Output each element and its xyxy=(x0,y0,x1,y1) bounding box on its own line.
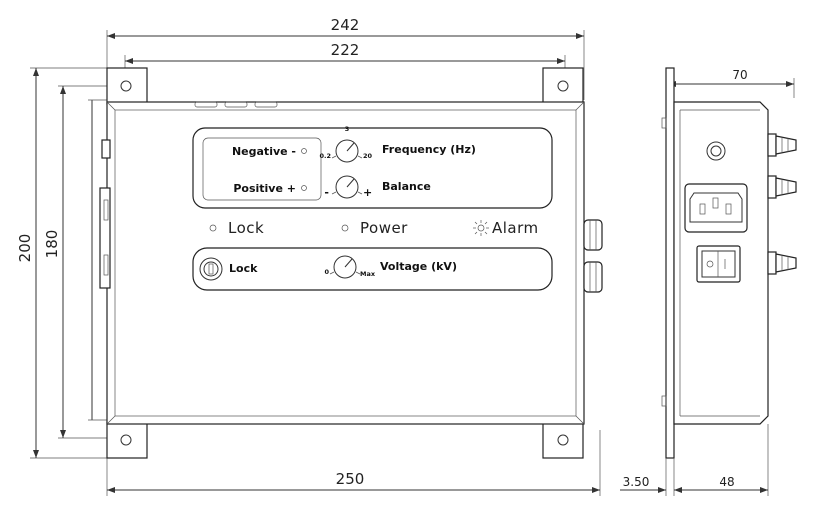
flange-top-right xyxy=(542,67,584,105)
balance-label: Balance xyxy=(382,180,431,193)
lock-led-icon xyxy=(209,224,217,232)
cable-gland-icon xyxy=(583,219,603,251)
frequency-min: 0.2 xyxy=(319,152,331,160)
dim-side-flange: 3.50 xyxy=(623,475,650,489)
mount-hole-icon xyxy=(120,80,132,92)
side-knob-icon xyxy=(767,133,797,157)
negative-led-icon xyxy=(301,148,307,154)
frequency-knob[interactable] xyxy=(331,139,363,163)
balance-plus: + xyxy=(363,186,372,199)
side-mount-plate xyxy=(665,67,675,459)
mount-hole-icon xyxy=(120,434,132,446)
lock-indicator-label: Lock xyxy=(228,219,264,237)
polarity-box xyxy=(202,137,322,201)
dim-width-inner: 222 xyxy=(331,41,360,59)
side-knob-icon xyxy=(767,175,797,199)
frequency-label: Frequency (Hz) xyxy=(382,143,476,156)
negative-label: Negative - xyxy=(232,145,296,158)
voltage-max: Max xyxy=(360,270,376,278)
dim-side-depth-bottom: 48 xyxy=(719,475,734,489)
upper-panel xyxy=(192,127,553,209)
key-lock-icon[interactable] xyxy=(199,257,223,281)
cable-gland-icon xyxy=(583,261,603,293)
balance-minus: - xyxy=(324,186,329,199)
dim-height-outer: 200 xyxy=(16,234,34,263)
dim-side-depth-top: 70 xyxy=(732,68,747,82)
alarm-indicator-label: Alarm xyxy=(492,219,539,237)
lower-panel xyxy=(192,247,553,291)
frequency-mid: 3 xyxy=(345,125,350,133)
side-hinge xyxy=(99,187,111,289)
positive-led-icon xyxy=(301,185,307,191)
key-lock-label: Lock xyxy=(229,262,258,275)
mount-hole-icon xyxy=(557,80,569,92)
voltage-knob[interactable] xyxy=(329,255,361,279)
balance-knob[interactable] xyxy=(331,175,363,199)
positive-label: Positive + xyxy=(233,182,296,195)
dim-width-bottom: 250 xyxy=(336,470,365,488)
frequency-max: 20 xyxy=(363,152,373,160)
enclosure-lid xyxy=(114,109,577,417)
dim-width-top: 242 xyxy=(331,16,360,34)
fuse-holder-icon xyxy=(706,141,726,161)
front-view: Negative - Positive + 0.2 3 20 Frequency… xyxy=(99,67,603,459)
power-inlet-icon[interactable] xyxy=(684,183,748,233)
power-led-icon xyxy=(341,224,349,232)
mount-hole-icon xyxy=(557,434,569,446)
flange-top-left xyxy=(106,67,148,105)
dim-height-inner: 180 xyxy=(43,230,61,259)
power-switch-icon[interactable] xyxy=(696,245,741,283)
front-dimensions: 242 222 200 180 250 xyxy=(16,16,601,496)
flange-bottom-left xyxy=(106,421,148,459)
side-knob-icon xyxy=(767,251,797,275)
side-clip xyxy=(101,139,111,159)
voltage-label: Voltage (kV) xyxy=(380,260,457,273)
sun-icon xyxy=(473,220,489,236)
flange-bottom-right xyxy=(542,421,584,459)
voltage-min: 0 xyxy=(324,268,329,276)
side-view: 70 xyxy=(620,67,797,496)
power-indicator-label: Power xyxy=(360,219,408,237)
